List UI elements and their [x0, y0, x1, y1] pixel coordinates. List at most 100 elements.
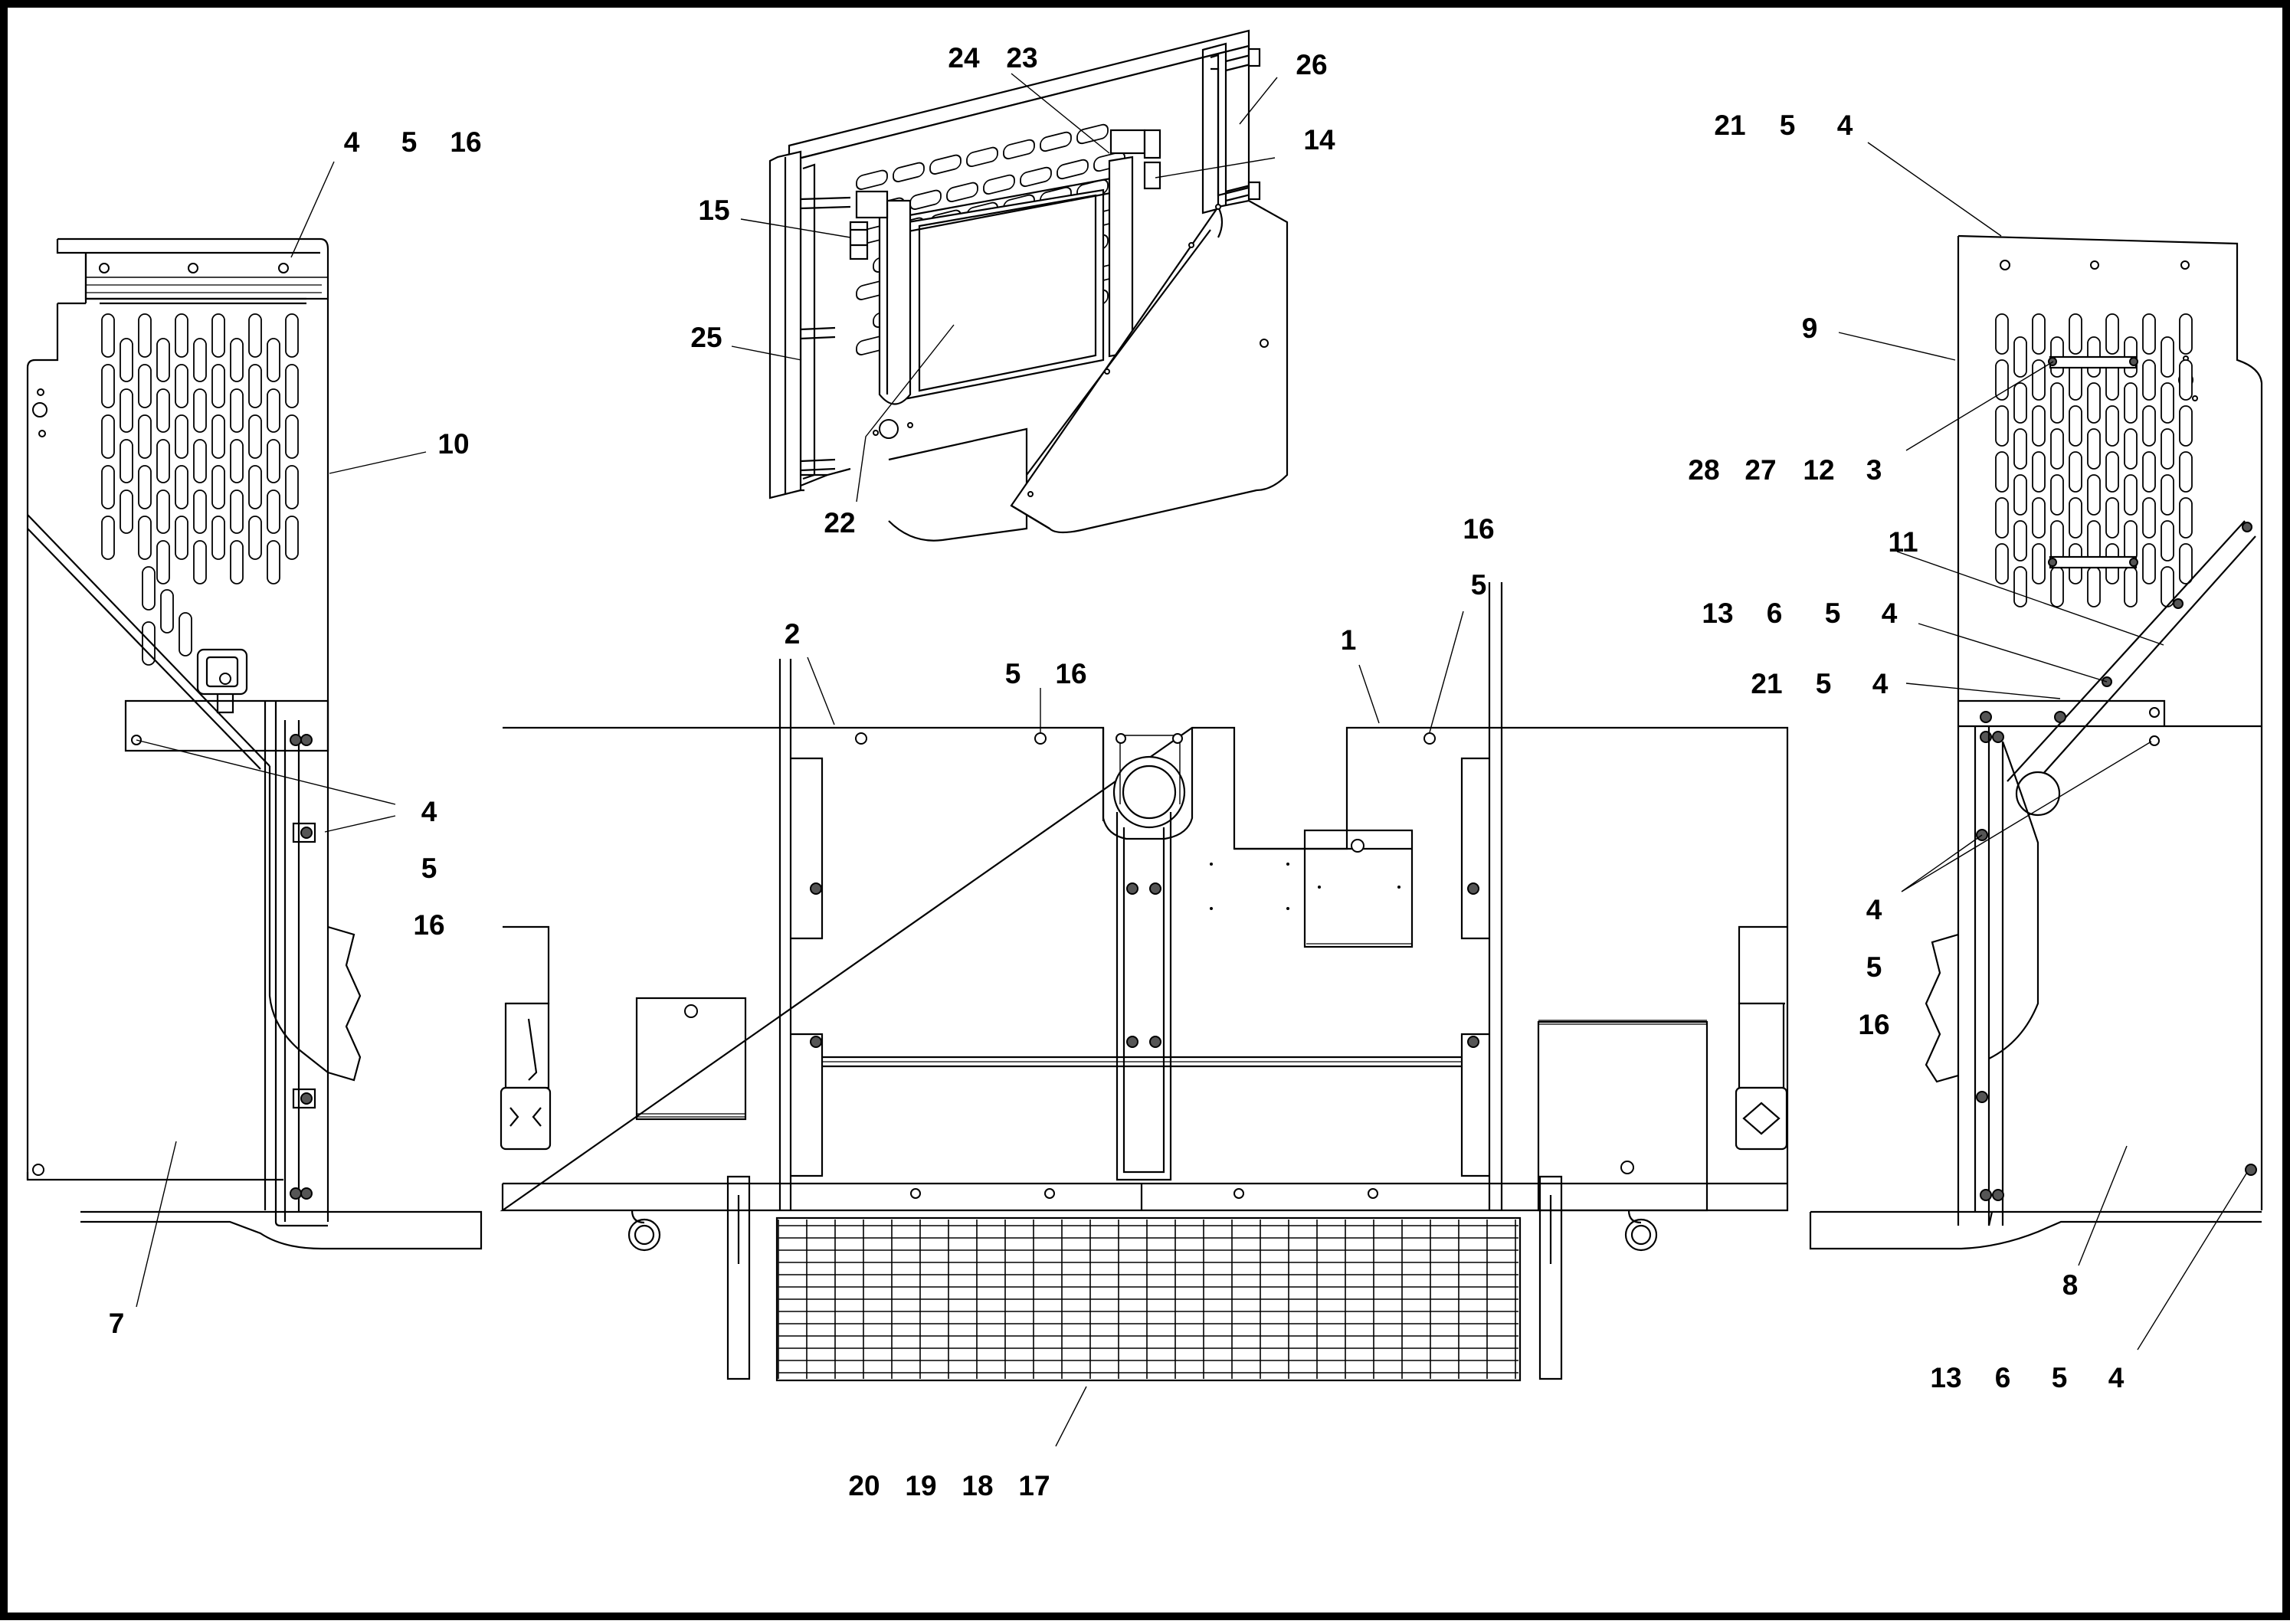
louvre-slot	[1995, 497, 2009, 539]
callout-labels: 4 5 16 10 4 5 16 7 24 23 26 14 15 25 22 …	[109, 42, 2125, 1501]
louvre-slot	[120, 439, 133, 483]
louvre-slot	[2050, 566, 2064, 607]
louvre-slot	[2013, 474, 2027, 516]
louvre-slot	[156, 540, 170, 584]
louvre-slot	[2105, 497, 2119, 539]
louvre-slot	[1076, 123, 1109, 145]
callout-label: 13	[1930, 1362, 1961, 1393]
louvre-slot	[285, 364, 299, 408]
louvre-slot	[909, 189, 942, 210]
louvre-slot	[2179, 497, 2193, 539]
louvre-slot	[946, 182, 978, 203]
callout-label: 4	[421, 796, 437, 827]
louvre-slot	[101, 516, 115, 560]
louvre-slot	[248, 313, 262, 358]
louvre-slot	[2069, 451, 2082, 493]
louvre-slot	[2087, 566, 2101, 607]
callout-label: 7	[109, 1308, 125, 1339]
louvre-slot	[2032, 313, 2046, 355]
louvre-slot	[230, 540, 244, 584]
louvre-slot	[230, 338, 244, 382]
louvre-slot	[2069, 313, 2082, 355]
callout-label: 20	[848, 1470, 880, 1501]
louvre-slot	[2124, 382, 2138, 424]
louvre-slot	[2087, 382, 2101, 424]
callout-label: 4	[1882, 598, 1898, 629]
louvre-slot	[2161, 382, 2174, 424]
callout-label: 5	[1780, 110, 1796, 141]
louvre-slot	[2013, 520, 2027, 562]
louvre-slot	[2050, 474, 2064, 516]
louvre-slot	[1995, 405, 2009, 447]
louvre-slot	[101, 364, 115, 408]
right-side-panel	[1809, 234, 2263, 1250]
louvre-slot	[1057, 159, 1089, 180]
louvre-slot	[2032, 497, 2046, 539]
callout-label: 16	[413, 909, 444, 941]
callout-label: 21	[1751, 668, 1782, 699]
louvre-slot	[856, 169, 888, 190]
louvre-slot	[193, 489, 207, 534]
louvre-slot	[966, 146, 998, 168]
louvre-slot	[211, 414, 225, 459]
callout-label: 4	[1872, 668, 1889, 699]
callout-label: 10	[437, 428, 469, 460]
callout-label: 4	[1866, 894, 1882, 925]
louvre-slot	[2032, 359, 2046, 401]
louvre-slot	[120, 489, 133, 534]
callout-label: 16	[1463, 513, 1494, 545]
louvre-slot	[2032, 405, 2046, 447]
callout-label: 5	[421, 853, 437, 884]
callout-label: 5	[1005, 658, 1021, 689]
louvre-slot	[285, 414, 299, 459]
louvre-slot	[2124, 520, 2138, 562]
louvre-slot	[2069, 497, 2082, 539]
louvre-slot	[2142, 543, 2156, 584]
louvre-slot	[2087, 520, 2101, 562]
callout-label: 16	[1858, 1009, 1889, 1040]
callout-label: 4	[1837, 110, 1853, 141]
louvre-slot	[2142, 451, 2156, 493]
louvre-slot	[983, 174, 1015, 195]
callout-label: 16	[1055, 658, 1086, 689]
louvre-slot	[175, 313, 188, 358]
louvre-slot	[1995, 359, 2009, 401]
louvre-slot	[248, 364, 262, 408]
louvre-slot	[211, 516, 225, 560]
louvre-slot	[285, 465, 299, 509]
louvre-slot	[1003, 139, 1035, 160]
louvre-slot	[179, 612, 192, 656]
callout-label: 8	[2062, 1269, 2079, 1301]
base-frame	[500, 582, 1789, 1382]
louvre-slot	[211, 465, 225, 509]
louvre-slot	[2142, 313, 2156, 355]
callout-label: 24	[948, 42, 980, 74]
louvre-slot	[2032, 543, 2046, 584]
louvre-slot	[2050, 520, 2064, 562]
louvre-slot	[2124, 428, 2138, 470]
louvre-slot	[2142, 497, 2156, 539]
louvre-slot	[2105, 405, 2119, 447]
callout-label: 15	[698, 195, 729, 226]
callout-label: 21	[1714, 110, 1745, 141]
louvre-slot	[2124, 566, 2138, 607]
louvre-slot	[2179, 451, 2193, 493]
louvre-slot	[138, 414, 152, 459]
leader-lines	[136, 73, 2247, 1447]
callout-label: 18	[962, 1470, 993, 1501]
louvre-slot	[175, 516, 188, 560]
callout-label: 25	[690, 322, 722, 353]
louvre-slot	[156, 439, 170, 483]
callout-label: 5	[1471, 569, 1487, 601]
louvre-slot	[267, 388, 280, 433]
louvre-slot	[193, 439, 207, 483]
left-side-panel	[26, 237, 483, 1250]
callout-label: 16	[450, 126, 481, 158]
callout-label: 5	[1825, 598, 1841, 629]
louvre-slot	[1995, 543, 2009, 584]
louvre-slot	[2105, 313, 2119, 355]
louvre-slot	[230, 439, 244, 483]
louvre-slot	[2179, 543, 2193, 584]
